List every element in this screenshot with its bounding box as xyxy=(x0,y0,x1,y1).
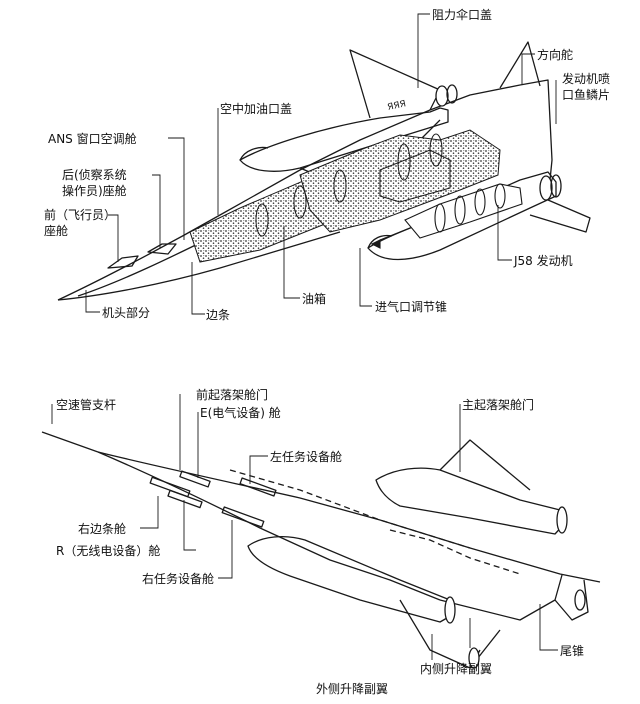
bottom-fuselage-outline xyxy=(97,451,601,583)
fuel-tank-cutaway xyxy=(189,129,501,263)
front-canopy xyxy=(107,255,139,269)
left-lower-wing xyxy=(439,439,531,491)
top-fuselage-outline xyxy=(57,79,553,301)
label-nozzle-flaps-line1: 发动机喷 xyxy=(562,72,611,86)
label-nose-gear-door: 前起落架舱门 xyxy=(196,388,269,402)
label-nose-section: 机头部分 xyxy=(102,306,151,320)
label-right-chine-bay: 右边条舱 xyxy=(78,522,127,536)
label-tail-cone: 尾锥 xyxy=(560,644,585,658)
label-inlet-spike: 进气口调节锥 xyxy=(375,300,448,314)
label-rudder: 方向舵 xyxy=(537,48,574,62)
label-rear-cockpit-line1: 后(侦察系统 xyxy=(62,168,127,182)
label-left-mission-bay: 左任务设备舱 xyxy=(270,450,343,464)
bottom-aircraft-drawing xyxy=(41,431,601,669)
label-fuel-tank: 油箱 xyxy=(302,292,327,306)
label-ans-bay: ANS 窗口空调舱 xyxy=(48,132,137,146)
right-wing xyxy=(529,199,591,233)
rear-canopy xyxy=(147,243,177,255)
left-fin xyxy=(349,49,441,119)
label-nozzle-flaps-line2: 口鱼鳞片 xyxy=(562,88,611,102)
label-drag-chute-door: 阻力伞口盖 xyxy=(432,8,493,22)
top-aircraft-drawing xyxy=(57,41,591,301)
label-front-cockpit-line1: 前（飞行员） xyxy=(44,208,117,222)
right-lower-wing xyxy=(439,574,563,621)
right-fin xyxy=(499,41,541,89)
label-front-cockpit-line2: 座舱 xyxy=(44,224,69,238)
tail-marking: ЯЯЯ xyxy=(387,99,407,113)
label-pitot-boom: 空速管支杆 xyxy=(56,398,117,412)
top-leader-lines xyxy=(85,13,557,315)
right-nacelle xyxy=(367,171,557,261)
label-r-bay: R（无线电设备）舱 xyxy=(56,544,161,558)
j58-engine-drawing xyxy=(370,183,523,249)
label-outboard-elevon: 外侧升降副翼 xyxy=(316,682,389,696)
left-nacelle xyxy=(239,107,449,172)
pitot-boom xyxy=(41,431,99,453)
label-right-mission-bay: 右任务设备舱 xyxy=(142,572,215,586)
left-lower-nacelle xyxy=(375,467,567,535)
label-main-gear-door: 主起落架舱门 xyxy=(462,398,535,412)
top-chine-edge xyxy=(57,231,341,301)
bottom-leader-lines xyxy=(51,394,558,660)
label-j58-engine: J58 发动机 xyxy=(514,254,573,268)
label-e-bay: E(电气设备) 舱 xyxy=(200,406,281,420)
label-rear-cockpit-line2: 操作员)座舱 xyxy=(62,184,127,198)
right-lower-nacelle xyxy=(247,535,455,623)
label-chine: 边条 xyxy=(206,308,231,322)
label-aerial-refuel-door: 空中加油口盖 xyxy=(220,102,293,116)
label-inboard-elevon: 内侧升降副翼 xyxy=(420,662,493,676)
